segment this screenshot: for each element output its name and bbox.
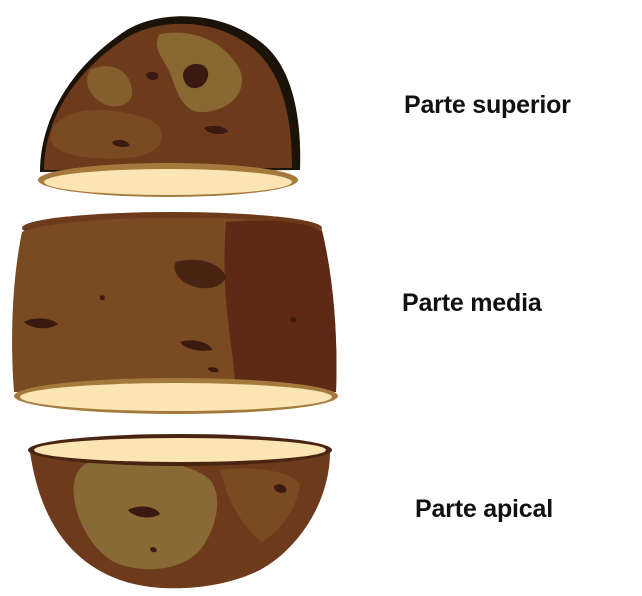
label-parte-superior: Parte superior <box>404 91 571 120</box>
middle-section-cut-flesh <box>20 383 332 411</box>
bottom-section-cut-flesh <box>34 438 326 462</box>
potato-bottom-section <box>28 434 332 588</box>
potato-top-section <box>38 16 300 197</box>
middle-section-dark-side <box>225 220 337 392</box>
label-parte-media: Parte media <box>402 289 542 318</box>
top-section-cut-flesh <box>44 169 292 195</box>
label-parte-apical: Parte apical <box>415 495 553 524</box>
potato-middle-section <box>12 212 338 414</box>
